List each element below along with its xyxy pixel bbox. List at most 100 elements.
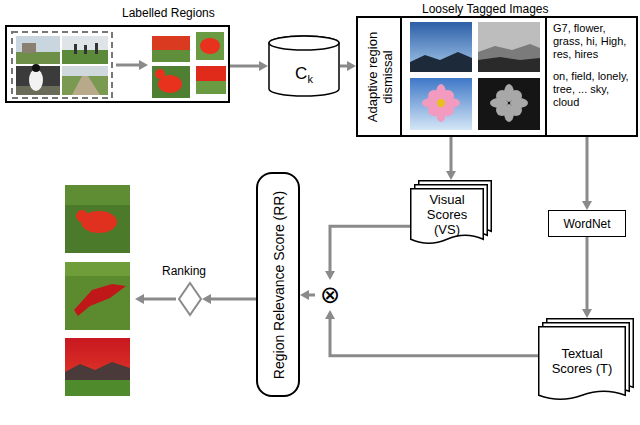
wordnet-box: WordNet	[548, 210, 626, 237]
ranking-diamond: Ranking	[178, 282, 202, 316]
drawing-part	[196, 66, 226, 81]
textual-scores-doc: Textual Scores (T)	[538, 318, 634, 402]
drawing-part	[422, 84, 460, 122]
drawing-part	[65, 185, 130, 253]
arrow-head	[582, 201, 592, 210]
drawing-part	[62, 66, 108, 95]
connector	[446, 137, 456, 180]
multiply-operator: ⊗	[315, 280, 345, 310]
loosely-tagged-box: Loosely Tagged ImagesAdaptive region dis…	[356, 16, 638, 137]
drawing-part	[84, 45, 87, 54]
connector	[340, 61, 356, 71]
tagged-photos	[410, 22, 540, 130]
drawing-part	[29, 69, 43, 91]
connector	[300, 290, 315, 300]
dismissal-band: Adaptive region dismissal	[358, 18, 402, 135]
drawing-part	[116, 64, 140, 67]
region-heading: Loosely Tagged Images	[422, 3, 549, 16]
drawing-part	[196, 32, 224, 60]
drawing-part	[196, 66, 226, 94]
labelled-photos	[12, 32, 112, 98]
drawing-part	[65, 338, 130, 396]
cluster-symbol: C	[295, 65, 307, 83]
connector-line	[308, 294, 315, 297]
drawing-part	[496, 90, 508, 102]
drawing-part	[16, 36, 60, 64]
drawing-part	[22, 43, 36, 53]
drawing-part	[410, 78, 472, 130]
connector-line	[586, 237, 589, 310]
drawing-part	[74, 284, 126, 316]
ranking-label: Ranking	[162, 264, 206, 278]
doc-label: Textual Scores (T)	[538, 326, 626, 402]
connector-line	[330, 318, 538, 356]
cluster-subscript: k	[307, 73, 313, 85]
drawing-part	[152, 36, 190, 62]
drawing-part	[152, 36, 190, 50]
connector-line	[330, 226, 410, 272]
doc-title: Textual Scores (T)	[544, 346, 620, 376]
drawing-part	[62, 76, 108, 95]
drawing-part	[135, 294, 144, 304]
region-arrow	[116, 60, 148, 70]
drawing-part	[200, 38, 220, 54]
ranked-regions	[65, 185, 130, 396]
arrow-head	[325, 271, 335, 280]
drawing-part	[76, 210, 88, 222]
connector-line	[586, 137, 589, 202]
connector-line	[340, 65, 348, 68]
visual-scores-doc: Visual Scores (VS)	[410, 180, 492, 246]
drawing-part	[437, 99, 445, 107]
arrow-head	[582, 309, 592, 318]
drawing-part	[510, 104, 522, 116]
drawing-part	[95, 43, 98, 54]
document-sheet	[411, 189, 484, 244]
drawing-part	[152, 66, 190, 98]
drawing-part	[65, 262, 130, 276]
node-outline	[178, 282, 202, 316]
drawing-part	[65, 185, 130, 205]
drawing-part	[65, 262, 130, 330]
arrow-head	[347, 61, 356, 71]
cylinder-top	[269, 36, 339, 50]
drawing-part	[139, 60, 148, 70]
drawing-part	[74, 44, 77, 54]
drawing-part	[155, 69, 165, 79]
cylinder-body	[269, 36, 339, 96]
drawing-part	[32, 64, 40, 72]
relevance-score-box: Region Relevance Score (RR)	[256, 172, 300, 397]
arrow-head	[259, 61, 268, 71]
drawing-part	[496, 104, 508, 116]
doc-label: Visual Scores (VS)	[410, 188, 484, 246]
arrow-head	[300, 290, 309, 300]
connector	[230, 61, 268, 71]
connector-line	[210, 298, 256, 301]
region-heading: Labelled Regions	[122, 7, 215, 20]
connector	[582, 237, 592, 318]
drawing-part	[62, 36, 108, 64]
drawing-part	[143, 298, 176, 301]
connector-line	[230, 65, 260, 68]
ranking-output-arrow	[135, 294, 176, 304]
tag-list: G7, flower, grass, hi, High, res, hires	[553, 22, 633, 61]
arrow-head	[325, 310, 335, 319]
connector-line	[450, 137, 453, 172]
connector	[325, 310, 538, 356]
drawing-part	[490, 84, 528, 122]
document-sheet	[539, 327, 626, 400]
relevance-label: Region Relevance Score (RR)	[270, 179, 286, 390]
labelled-regions-box: Labelled Regions	[5, 25, 230, 103]
connector	[325, 226, 410, 280]
tag-list: on, field, lonely, tree, ... sky, cloud	[553, 70, 633, 109]
doc-title: Visual Scores (VS)	[416, 192, 478, 237]
operator-symbol: ⊗	[320, 281, 340, 309]
cylinder-label: Ck	[268, 51, 340, 97]
drawing-part	[65, 362, 130, 380]
tag-column: G7, flower, grass, hi, High, res, hires o…	[545, 18, 636, 135]
box-label: WordNet	[563, 217, 610, 231]
arrow-head	[202, 294, 211, 304]
connector	[202, 294, 256, 304]
drawing-part	[478, 57, 540, 72]
